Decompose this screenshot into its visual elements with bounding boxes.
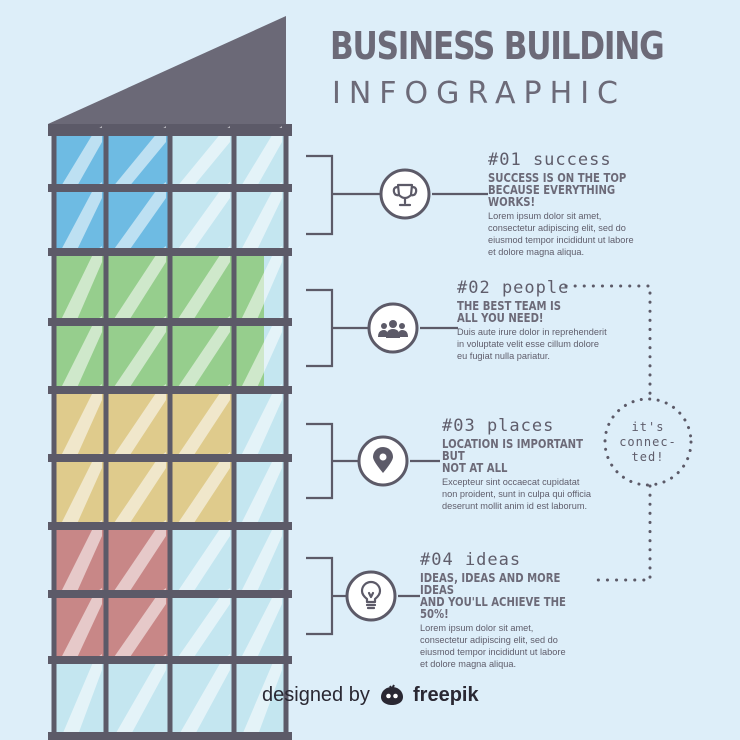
glass-reflection [176,588,230,660]
glass-reflection [240,654,282,740]
glass-reflection [240,384,282,458]
glass-reflection [112,126,166,188]
team-icon [367,302,419,354]
glass-reflection [112,316,166,390]
glass-reflection [176,316,230,390]
bracket-3 [306,422,334,500]
person-body [378,330,408,337]
light-bulb-icon [345,570,397,622]
glass-reflection [60,126,102,188]
window-mullion [231,132,237,740]
glass-reflection [60,654,102,740]
glass-reflection [240,520,282,594]
glass-reflection [60,316,102,390]
step-2-text: #02 people THE BEST TEAM IS ALL YOU NEED… [457,278,637,362]
connected-label: it's connec- ted! [619,419,677,464]
window-mullion [167,132,173,740]
trophy-shape [392,183,418,207]
glass-reflection [112,520,166,594]
glass-reflection [112,654,166,740]
bulb-shape [360,580,382,610]
person-head [399,323,405,329]
credit-line: designed by freepik [262,684,479,707]
glass-reflection [176,182,230,252]
glass-reflection [60,452,102,526]
step-1-body: Lorem ipsum dolor sit amet, consectetur … [488,211,634,257]
glass-reflection [240,452,282,526]
dotted-connector [564,284,652,582]
glass-reflection [60,182,102,252]
step-1-heading: SUCCESS IS ON THE TOP BECAUSE EVERYTHING… [488,171,627,209]
person-body [386,329,400,338]
window-mullion [103,132,109,740]
glass-reflection [176,126,230,188]
glass-reflection [112,588,166,660]
step-1-text: #01 success SUCCESS IS ON THE TOP BECAUS… [488,150,668,258]
glass-reflection [60,384,102,458]
page-title: BUSINESS BUILDING [330,24,665,68]
glass-reflection [60,588,102,660]
pin-hole [379,453,387,461]
credit-brand: freepik [413,684,479,706]
step-2-body: Duis aute irure dolor in reprehenderit i… [457,327,607,361]
glass-reflection [176,654,230,740]
step-3-text: #03 places LOCATION IS IMPORTANT BUT NOT… [442,416,622,512]
connected-circle [603,397,693,487]
glass-reflection [112,182,166,252]
step-3-body: Excepteur sint occaecat cupidatat non pr… [442,477,591,511]
glass-reflection [176,520,230,594]
glass-reflection [240,126,282,188]
step-4-text: #04 ideas IDEAS, IDEAS AND MORE IDEAS AN… [420,550,600,670]
step-4-heading: IDEAS, IDEAS AND MORE IDEAS AND YOU'LL A… [420,571,566,621]
step-4-number: #04 ideas [420,550,522,570]
bracket-1 [306,154,334,236]
glass-reflection [240,182,282,252]
trophy-icon [379,168,431,220]
credit-prefix: designed by [262,684,370,706]
step-4-body: Lorem ipsum dolor sit amet, consectetur … [420,623,566,669]
person-head [389,320,397,328]
step-3-number: #03 places [442,416,555,436]
step-3-heading: LOCATION IS IMPORTANT BUT NOT AT ALL [442,437,583,475]
page-subtitle: INFOGRAPHIC [332,76,627,111]
glass-reflection [240,316,282,390]
person-head [381,323,387,329]
glass-reflection [60,520,102,594]
bracket-4 [306,556,334,636]
glass-reflection [112,452,166,526]
glass-reflection [60,246,102,322]
glass-reflection [176,246,230,322]
glass-reflection [112,384,166,458]
window-mullion [283,132,289,740]
glass-reflection [176,452,230,526]
step-2-number: #02 people [457,278,570,298]
step-2-heading: THE BEST TEAM IS ALL YOU NEED! [457,299,562,325]
window-mullion [51,132,57,740]
bracket-2 [306,288,334,368]
building-roof [48,16,286,124]
glass-reflection [240,246,282,322]
freepik-logo-icon [381,684,404,705]
glass-reflection [176,384,230,458]
location-pin-icon [357,435,409,487]
step-1-number: #01 success [488,150,612,170]
glass-reflection [112,246,166,322]
glass-reflection [240,588,282,660]
icon-circle [379,168,431,220]
